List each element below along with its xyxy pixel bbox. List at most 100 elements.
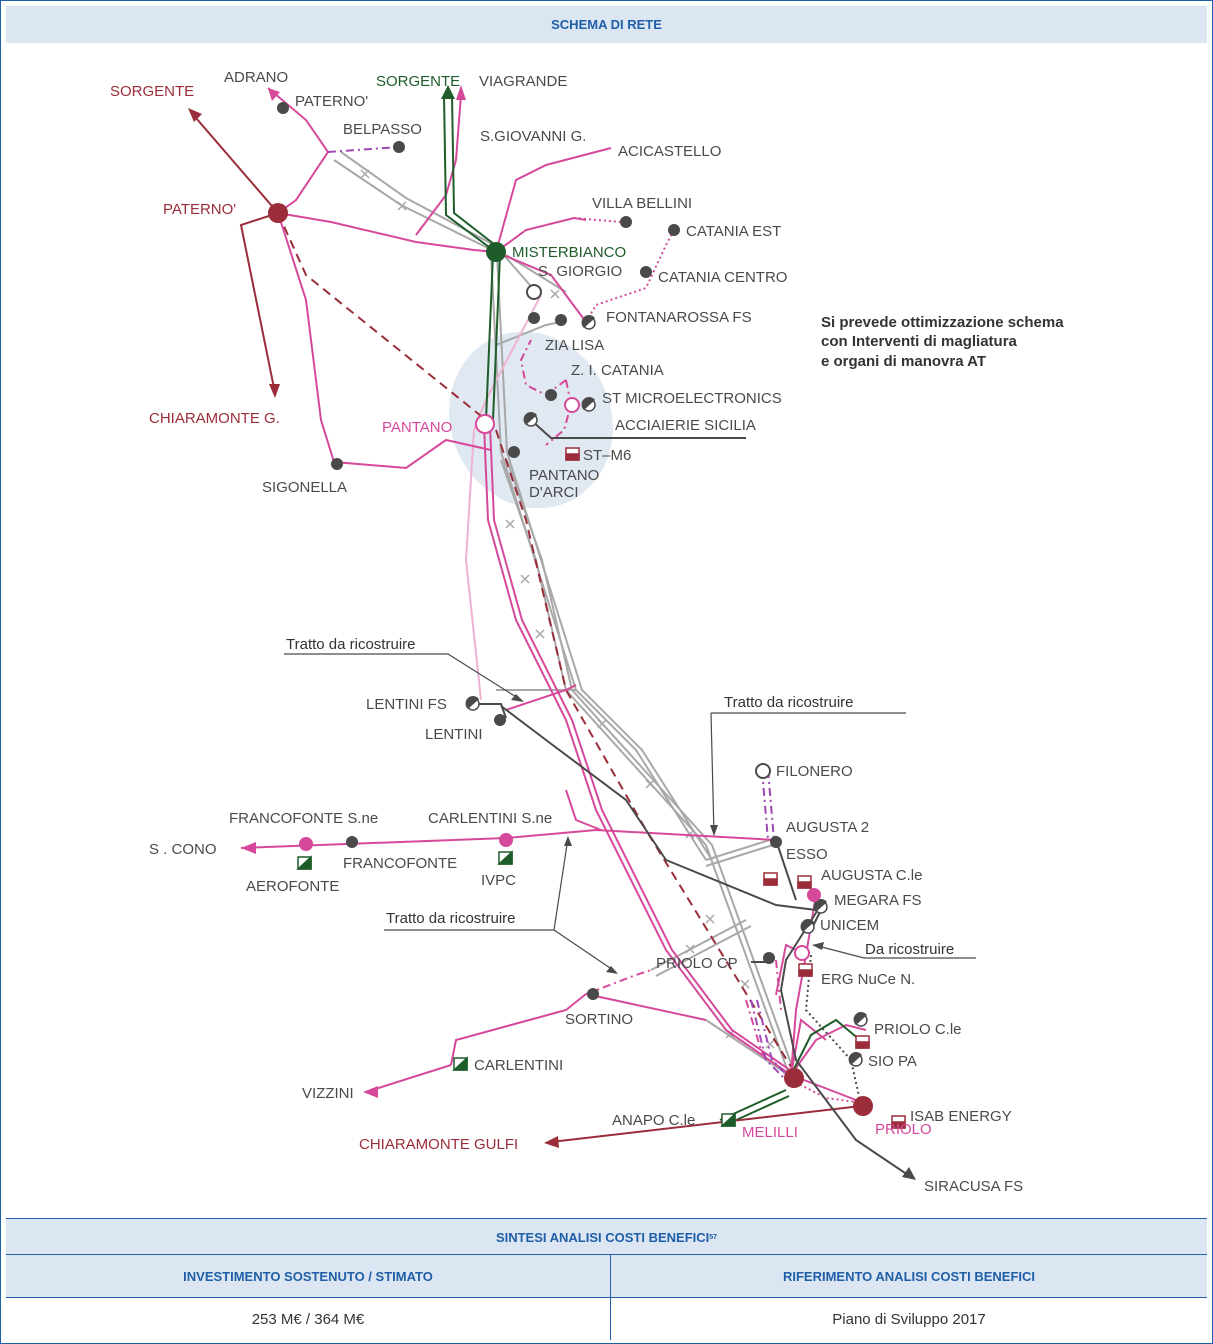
schema-header: SCHEMA DI RETE: [6, 6, 1207, 43]
label-filonero: FILONERO: [776, 763, 853, 780]
annotation-arrowheads: [511, 694, 824, 974]
siracusa-arrowhead: [902, 1167, 916, 1180]
label-unicem: UNICEM: [820, 917, 879, 934]
schema-header-title: SCHEMA DI RETE: [551, 17, 662, 32]
green-arrowhead: [441, 85, 455, 99]
green-line: [443, 94, 867, 1127]
riferimento-value-text: Piano di Sviluppo 2017: [832, 1310, 986, 1328]
label-anapo: ANAPO C.le: [612, 1112, 695, 1129]
pink-main-line: [483, 424, 798, 1076]
label-lentini: LENTINI: [425, 726, 483, 743]
annotation-da-ricostruire: Da ricostruire: [865, 941, 954, 958]
note-line-1: Si prevede ottimizzazione schema: [821, 314, 1064, 331]
label-sigonella: SIGONELLA: [262, 479, 347, 496]
label-st-micro: ST MICROELECTRONICS: [602, 390, 782, 407]
footnote-marker: 57: [709, 1233, 718, 1241]
light-pink-line: [464, 294, 542, 701]
label-carlentini-sne: CARLENTINI S.ne: [428, 810, 552, 827]
note-line-3: e organi di manovra AT: [821, 353, 986, 370]
label-villa-bellini: VILLA BELLINI: [592, 195, 692, 212]
table-divider: [6, 1297, 1207, 1298]
pink-arrowheads: [241, 85, 466, 1098]
dark-grey-dotted: [804, 954, 862, 1106]
melilli-node: [784, 1068, 804, 1088]
label-paterno-small: PATERNO': [295, 93, 368, 110]
investimento-value-text: 253 M€ / 364 M€: [251, 1310, 365, 1328]
annotation-leaders: [284, 653, 976, 973]
investimento-value: 253 M€ / 364 M€: [6, 1298, 610, 1340]
label-siracusa: SIRACUSA FS: [924, 1178, 1023, 1195]
label-fontanarossa: FONTANAROSSA FS: [606, 309, 752, 326]
grey-lines: [333, 151, 798, 1081]
label-zi-catania: Z. I. CATANIA: [571, 362, 664, 379]
label-priolo-cp: PRIOLO CP: [656, 955, 738, 972]
investimento-header-text: INVESTIMENTO SOSTENUTO / STIMATO: [183, 1268, 433, 1284]
open-nodes: [475, 284, 810, 961]
label-misterbianco: MISTERBIANCO: [512, 244, 626, 261]
grey-crosses: [360, 169, 775, 1049]
label-catania-centro: CATANIA CENTRO: [658, 269, 787, 286]
label-pantano: PANTANO: [382, 419, 452, 436]
annotation-tratto-2: Tratto da ricostruire: [724, 694, 854, 711]
riferimento-value: Piano di Sviluppo 2017: [611, 1298, 1207, 1340]
label-paterno-main: PATERNO': [163, 201, 236, 218]
label-sortino: SORTINO: [565, 1011, 633, 1028]
label-sorgente-viagrande-b: VIAGRANDE: [479, 73, 567, 90]
note-line-2: con Interventi di magliatura: [821, 333, 1018, 350]
label-francofonte-sne: FRANCOFONTE S.ne: [229, 810, 378, 827]
label-catania-est: CATANIA EST: [686, 223, 781, 240]
label-megara: MEGARA FS: [834, 892, 922, 909]
label-carlentini: CARLENTINI: [474, 1057, 563, 1074]
label-belpasso: BELPASSO: [343, 121, 422, 138]
label-pantano-darci-a: PANTANO: [529, 467, 599, 484]
annotation-tratto-1: Tratto da ricostruire: [286, 636, 416, 653]
annotation-tratto-3: Tratto da ricostruire: [386, 910, 516, 927]
dark-grey-lines: [473, 419, 912, 1178]
label-sgiovanni: S.GIOVANNI G.: [480, 128, 586, 145]
label-sio-pa: SIO PA: [868, 1053, 917, 1070]
pink-dotted: [573, 217, 857, 1103]
label-zia-lisa: ZIA LISA: [545, 337, 604, 354]
label-isab: ISAB ENERGY: [910, 1108, 1012, 1125]
substation-nodes: [277, 102, 782, 1000]
table-column-divider: [610, 1255, 611, 1340]
label-chiaramonte-g: CHIARAMONTE G.: [149, 410, 280, 427]
network-diagram: SORGENTE ADRANO PATERNO' SORGENTE VIAGRA…: [110, 69, 1064, 1195]
dark-red-lines: [195, 117, 862, 1143]
purple-dashdot: [327, 146, 793, 1081]
label-sorgente-left: SORGENTE: [110, 83, 194, 100]
label-priolo-cle: PRIOLO C.le: [874, 1021, 962, 1038]
label-aerofonte: AEROFONTE: [246, 878, 339, 895]
priolo-node: [853, 1096, 873, 1116]
label-s-cono: S . CONO: [149, 841, 217, 858]
table-divider: [6, 1254, 1207, 1255]
pink-lines: [240, 87, 867, 1101]
label-lentini-fs: LENTINI FS: [366, 696, 447, 713]
misterbianco-node: [486, 242, 506, 262]
label-vizzini: VIZZINI: [302, 1085, 354, 1102]
label-acciaierie: ACCIAIERIE SICILIA: [615, 417, 756, 434]
dark-red-dashed: [277, 212, 797, 1076]
label-ivpc: IVPC: [481, 872, 516, 889]
dark-red-arrowheads: [188, 108, 559, 1148]
label-sgiorgio: S. GIORGIO: [538, 263, 622, 280]
label-sorgente-viagrande-a: SORGENTE: [376, 73, 460, 90]
label-st-m6: ST–M6: [583, 447, 631, 464]
thermal-plant-icons: [565, 447, 906, 1129]
label-pantano-darci-b: D'ARCI: [529, 484, 579, 501]
label-acicastello: ACICASTELLO: [618, 143, 721, 160]
label-priolo: PRIOLO: [875, 1121, 932, 1138]
label-esso: ESSO: [786, 846, 828, 863]
label-erg: ERG NuCe N.: [821, 971, 915, 988]
label-augusta2: AUGUSTA 2: [786, 819, 869, 836]
riferimento-header: RIFERIMENTO ANALISI COSTI BENEFICI: [611, 1255, 1207, 1297]
label-adrano: ADRANO: [224, 69, 288, 86]
investimento-header: INVESTIMENTO SOSTENUTO / STIMATO: [6, 1255, 610, 1297]
half-filled-nodes: [465, 315, 868, 1067]
pink-nodes: [299, 833, 821, 902]
label-francofonte: FRANCOFONTE: [343, 855, 457, 872]
wind-plant-icons: [296, 850, 736, 1127]
label-melilli: MELILLI: [742, 1124, 798, 1141]
sintesi-header-title: SINTESI ANALISI COSTI BENEFICI: [495, 1229, 710, 1245]
